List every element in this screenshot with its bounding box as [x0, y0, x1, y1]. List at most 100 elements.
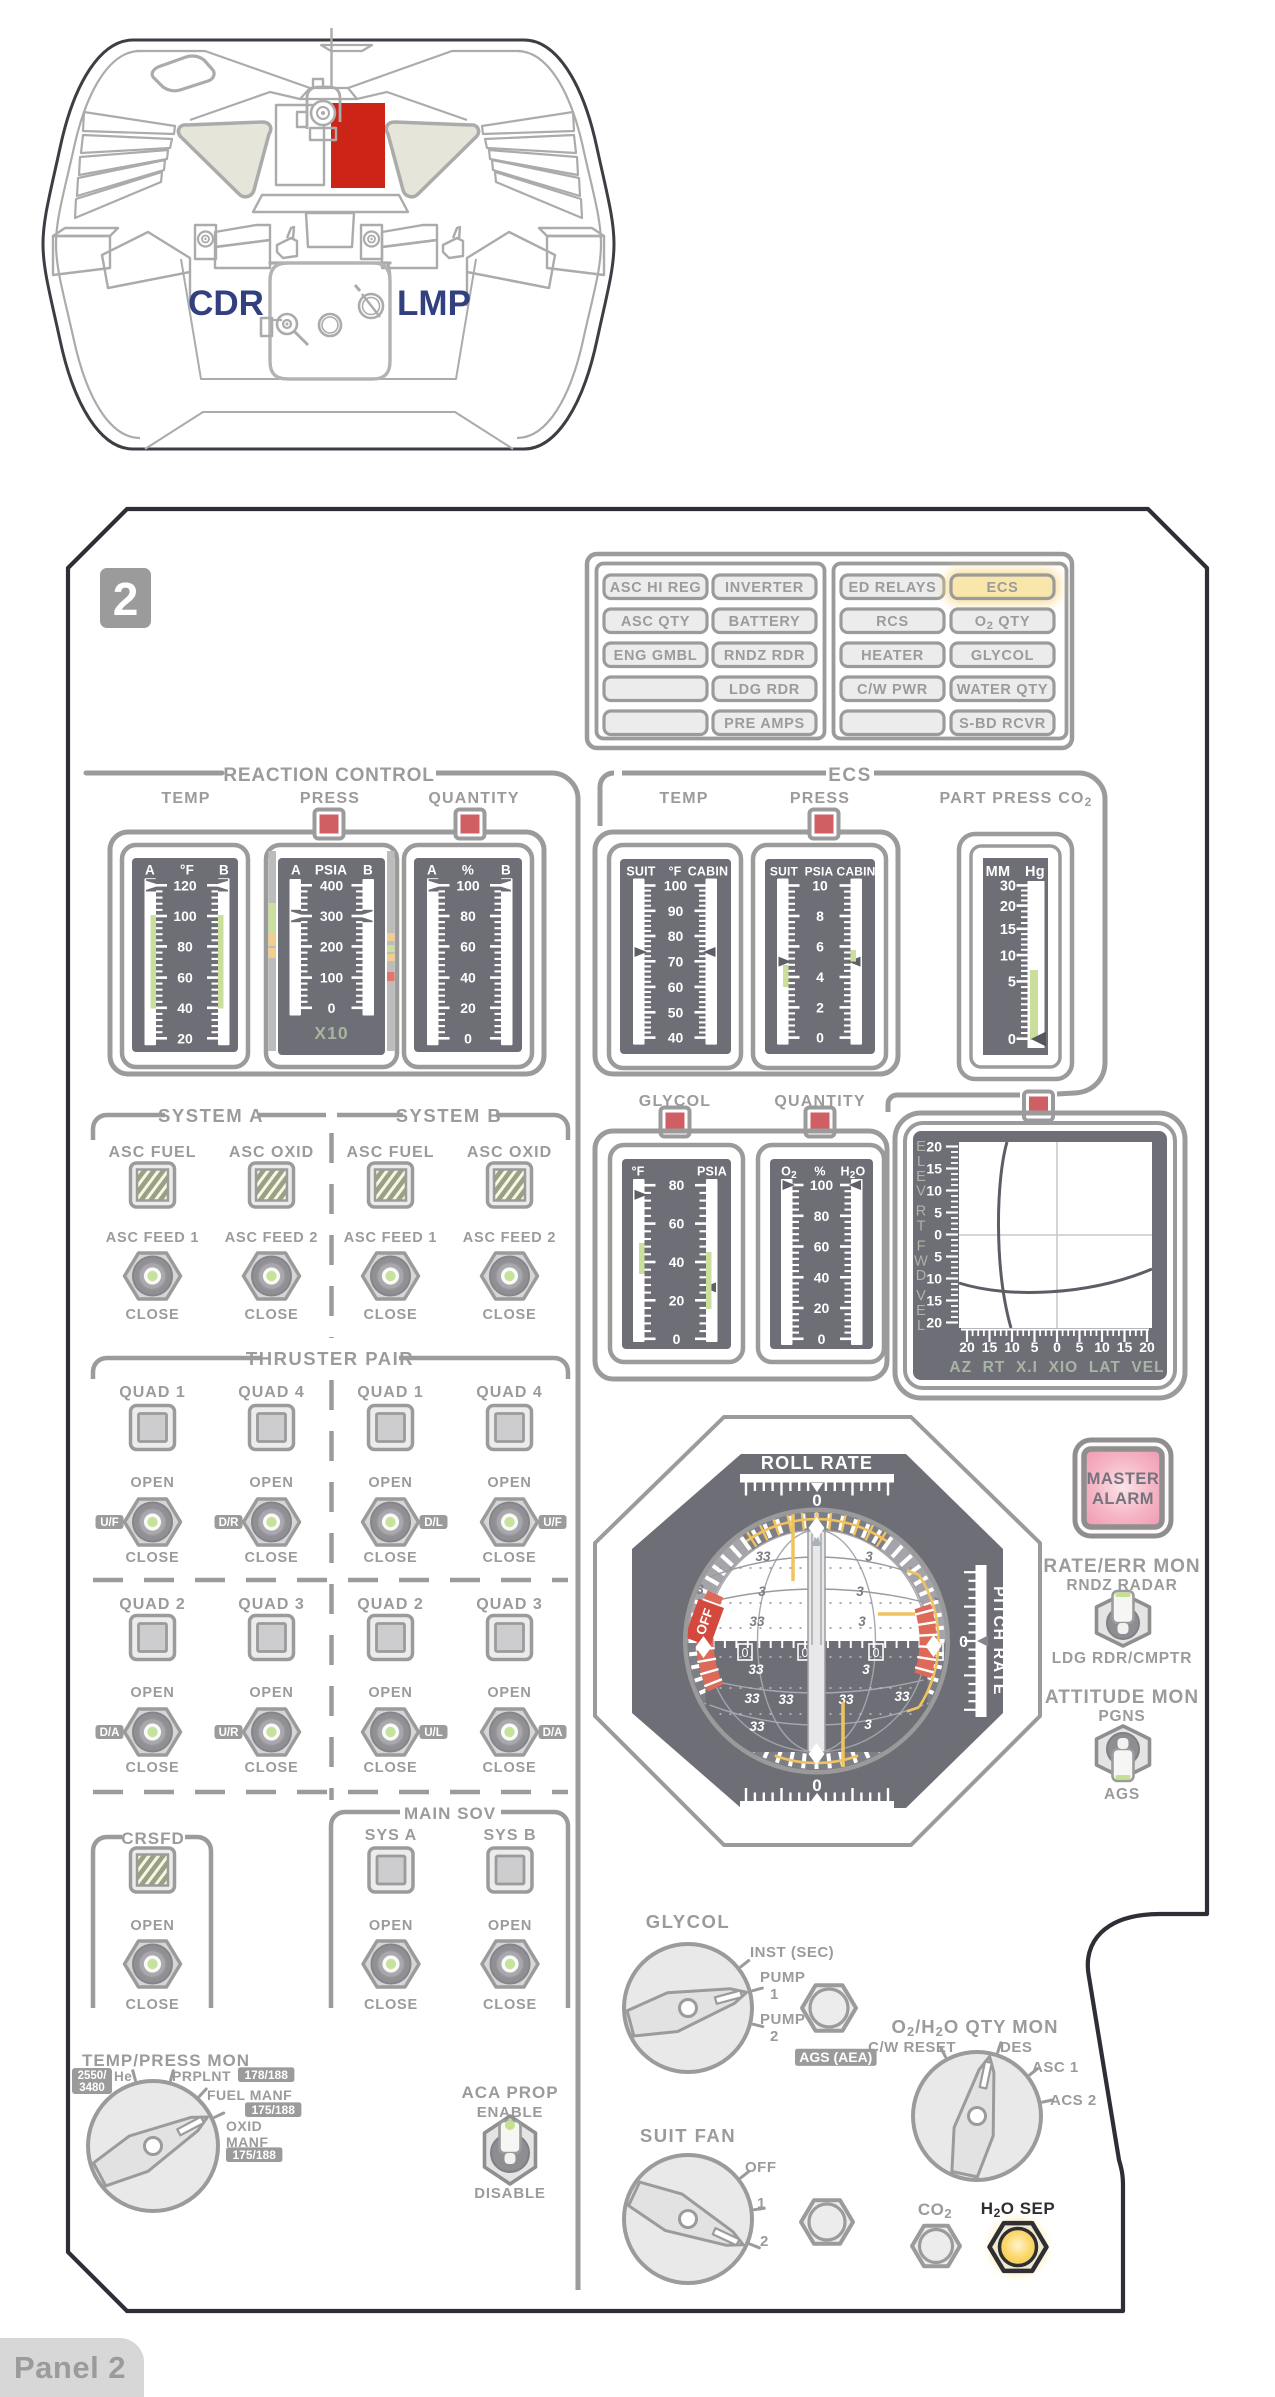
svg-text:15: 15 — [1000, 922, 1016, 938]
svg-text:U/R: U/R — [219, 1727, 240, 1739]
svg-text:ACA PROP: ACA PROP — [461, 2083, 558, 2102]
svg-text:SYSTEM B: SYSTEM B — [396, 1105, 503, 1126]
svg-text:PRESS: PRESS — [790, 790, 850, 807]
svg-text:OPEN: OPEN — [249, 1685, 293, 1701]
svg-text:ASC OXID: ASC OXID — [467, 1144, 552, 1161]
svg-text:%: % — [814, 1165, 825, 1179]
svg-text:ASC FEED 1: ASC FEED 1 — [344, 1230, 437, 1246]
svg-text:X10: X10 — [314, 1023, 348, 1043]
svg-text:80: 80 — [668, 928, 684, 944]
svg-text:PITCH RATE: PITCH RATE — [990, 1586, 1007, 1696]
svg-text:CO2: CO2 — [918, 2200, 952, 2221]
svg-text:Hg: Hg — [1025, 864, 1045, 880]
svg-text:CLOSE: CLOSE — [364, 1307, 418, 1323]
svg-text:C/W PWR: C/W PWR — [857, 682, 928, 698]
svg-text:He: He — [114, 2069, 132, 2084]
svg-text:80: 80 — [460, 908, 476, 924]
svg-text:1: 1 — [757, 2195, 766, 2212]
svg-text:PRE AMPS: PRE AMPS — [724, 716, 805, 732]
svg-text:0: 0 — [1053, 1339, 1061, 1355]
svg-text:BATTERY: BATTERY — [729, 614, 801, 630]
svg-text:SYS A: SYS A — [365, 1827, 417, 1844]
svg-text:ASC FEED 1: ASC FEED 1 — [106, 1230, 199, 1246]
svg-text:OPEN: OPEN — [249, 1475, 293, 1491]
svg-text:30: 30 — [1000, 879, 1016, 895]
svg-text:RNDZ RDR: RNDZ RDR — [724, 648, 805, 664]
svg-text:2: 2 — [770, 2028, 779, 2045]
svg-text:QUAD 3: QUAD 3 — [476, 1596, 542, 1613]
svg-text:RATE/ERR MON: RATE/ERR MON — [1043, 1556, 1200, 1577]
svg-text:40: 40 — [669, 1254, 685, 1270]
svg-text:0: 0 — [802, 1646, 809, 1660]
svg-text:V: V — [916, 1184, 926, 1200]
svg-text:GLYCOL: GLYCOL — [971, 648, 1034, 664]
svg-text:PRPLNT: PRPLNT — [172, 2068, 231, 2084]
svg-text:QUAD 3: QUAD 3 — [238, 1596, 304, 1613]
svg-text:L: L — [917, 1318, 925, 1334]
svg-text:60: 60 — [814, 1239, 830, 1255]
svg-text:WATER QTY: WATER QTY — [957, 682, 1048, 698]
svg-text:B: B — [501, 863, 511, 878]
svg-text:100: 100 — [173, 908, 197, 924]
svg-text:2: 2 — [113, 573, 139, 625]
svg-text:1: 1 — [770, 1986, 779, 2003]
svg-text:0: 0 — [673, 1331, 681, 1347]
svg-text:SUIT: SUIT — [626, 865, 655, 879]
svg-text:MASTER: MASTER — [1087, 1470, 1160, 1488]
svg-text:U/F: U/F — [100, 1517, 119, 1529]
svg-text:OPEN: OPEN — [487, 1685, 531, 1701]
svg-text:80: 80 — [814, 1208, 830, 1224]
svg-text:H2O: H2O — [841, 1165, 866, 1182]
svg-text:ASC FEED 2: ASC FEED 2 — [463, 1230, 556, 1246]
svg-text:QUAD 4: QUAD 4 — [238, 1384, 304, 1401]
svg-text:300: 300 — [320, 908, 344, 924]
svg-text:0: 0 — [464, 1030, 472, 1046]
svg-text:GLYCOL: GLYCOL — [646, 1911, 730, 1932]
svg-text:YAW RATE: YAW RATE — [766, 1812, 868, 1832]
svg-text:33: 33 — [838, 1692, 854, 1707]
svg-text:5: 5 — [1076, 1339, 1084, 1355]
svg-text:CLOSE: CLOSE — [245, 1760, 299, 1776]
svg-text:ENABLE: ENABLE — [477, 2104, 543, 2121]
svg-text:10: 10 — [1000, 948, 1016, 964]
svg-text:SYS B: SYS B — [483, 1827, 536, 1844]
svg-text:QUAD 1: QUAD 1 — [357, 1384, 423, 1401]
svg-text:°F: °F — [180, 863, 194, 878]
svg-text:O2 QTY: O2 QTY — [975, 614, 1030, 632]
svg-text:V: V — [916, 1288, 926, 1304]
svg-text:ACS 2: ACS 2 — [1050, 2092, 1097, 2109]
svg-text:40: 40 — [814, 1269, 830, 1285]
svg-text:SYSTEM A: SYSTEM A — [158, 1105, 264, 1126]
svg-text:60: 60 — [460, 938, 476, 954]
svg-text:5: 5 — [1031, 1339, 1039, 1355]
svg-text:20: 20 — [926, 1139, 942, 1155]
svg-text:ECS: ECS — [987, 580, 1019, 596]
svg-text:AZ RT X.I XIO LAT VEL: AZ RT X.I XIO LAT VEL — [949, 1359, 1164, 1376]
svg-text:CLOSE: CLOSE — [126, 1997, 180, 2013]
svg-text:SUIT FAN: SUIT FAN — [640, 2125, 736, 2146]
svg-text:MM: MM — [986, 864, 1011, 880]
svg-text:PUMP: PUMP — [760, 2011, 805, 2028]
svg-text:20: 20 — [926, 1315, 942, 1331]
svg-text:20: 20 — [177, 1030, 193, 1046]
svg-text:10: 10 — [926, 1271, 942, 1287]
svg-text:PSIA: PSIA — [315, 863, 347, 878]
svg-text:100: 100 — [320, 970, 344, 986]
svg-text:D/A: D/A — [543, 1727, 563, 1739]
svg-text:2: 2 — [816, 999, 824, 1015]
svg-text:178/188: 178/188 — [245, 2068, 289, 2082]
svg-text:15: 15 — [982, 1339, 998, 1355]
svg-text:AGS: AGS — [1104, 1786, 1140, 1803]
svg-text:LDG RDR/CMPTR: LDG RDR/CMPTR — [1052, 1650, 1192, 1667]
svg-text:U/F: U/F — [543, 1517, 562, 1529]
svg-text:175/188: 175/188 — [252, 2103, 296, 2117]
svg-text:TEMP: TEMP — [659, 790, 708, 807]
svg-text:0: 0 — [959, 1634, 968, 1651]
svg-text:5: 5 — [934, 1249, 942, 1265]
svg-text:15: 15 — [926, 1293, 942, 1309]
svg-text:70: 70 — [668, 953, 684, 969]
svg-text:O2/H2O QTY MON: O2/H2O QTY MON — [892, 2016, 1059, 2039]
svg-text:OPEN: OPEN — [368, 1475, 412, 1491]
svg-text:CLOSE: CLOSE — [364, 1760, 418, 1776]
svg-text:80: 80 — [669, 1177, 685, 1193]
